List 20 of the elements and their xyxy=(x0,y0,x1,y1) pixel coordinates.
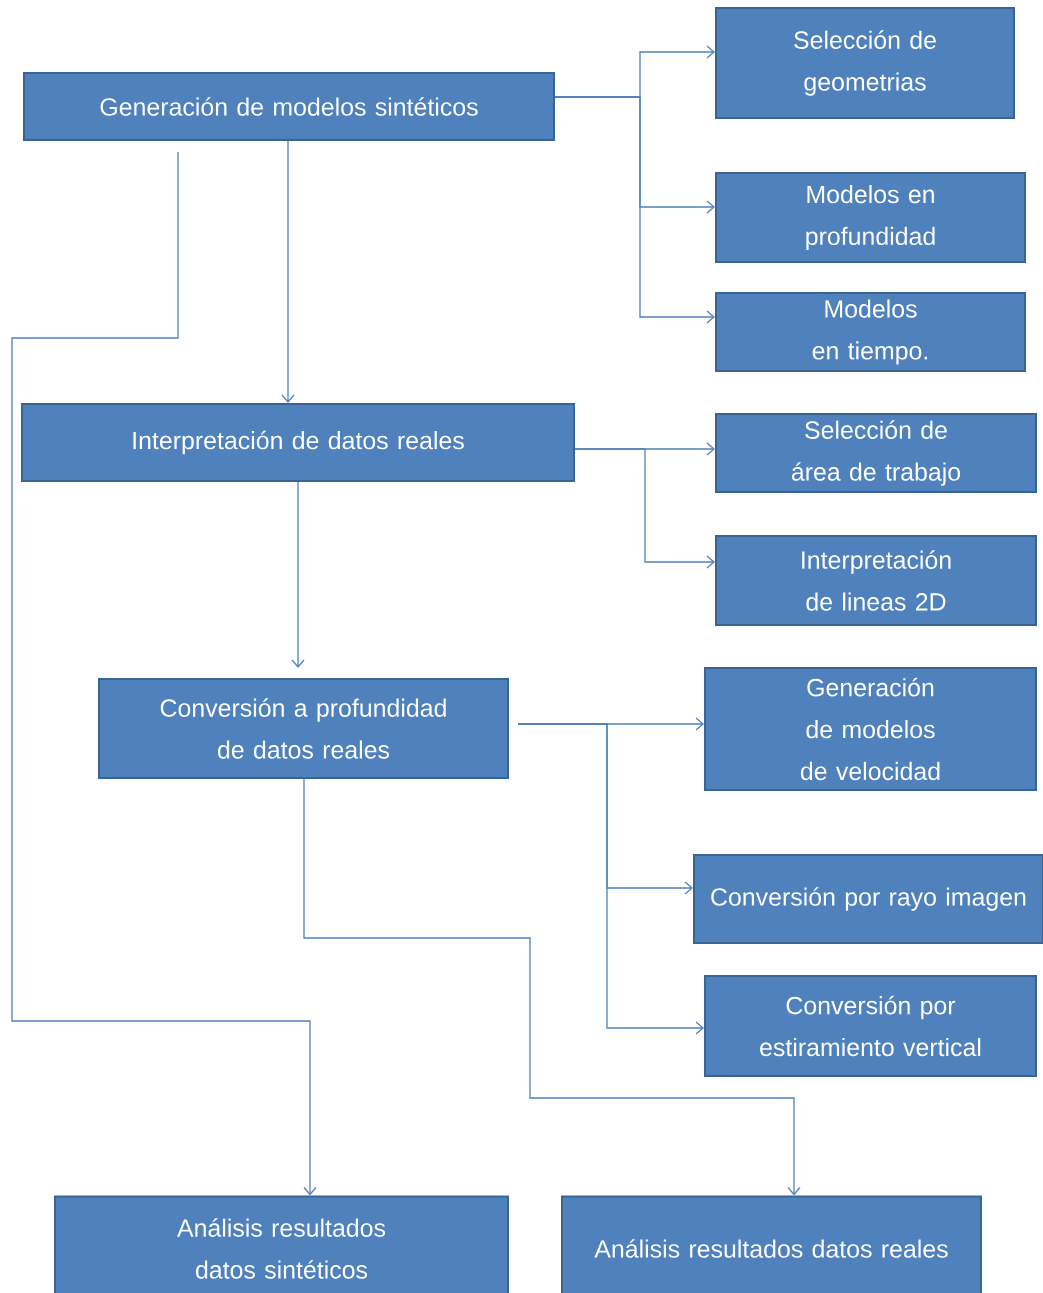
arrow xyxy=(554,96,715,324)
arrow xyxy=(303,778,801,1196)
process-box: Análisis resultados datos reales xyxy=(561,1195,982,1293)
process-box: Selección de geometrias xyxy=(715,7,1015,119)
arrow xyxy=(517,723,704,1035)
arrow xyxy=(574,448,715,569)
arrow xyxy=(291,481,305,668)
process-box: Interpretación de lineas 2D xyxy=(715,535,1037,626)
arrow xyxy=(281,140,295,403)
process-box: Generación de modelos sintéticos xyxy=(23,72,555,141)
process-box: Análisis resultados datos sintéticos xyxy=(54,1195,509,1293)
arrow xyxy=(11,151,317,1196)
process-box: Interpretación de datos reales xyxy=(21,403,575,482)
process-box: Generación de modelos de velocidad xyxy=(704,667,1037,791)
process-box: Conversión a profundidad de datos reales xyxy=(98,678,509,779)
process-box: Selección de área de trabajo xyxy=(715,413,1037,493)
process-box: Conversión por estiramiento vertical xyxy=(704,975,1037,1077)
process-box: Conversión por rayo imagen xyxy=(693,854,1043,944)
process-box: Modelos en profundidad xyxy=(715,172,1026,263)
process-box: Modelos en tiempo. xyxy=(715,292,1026,372)
